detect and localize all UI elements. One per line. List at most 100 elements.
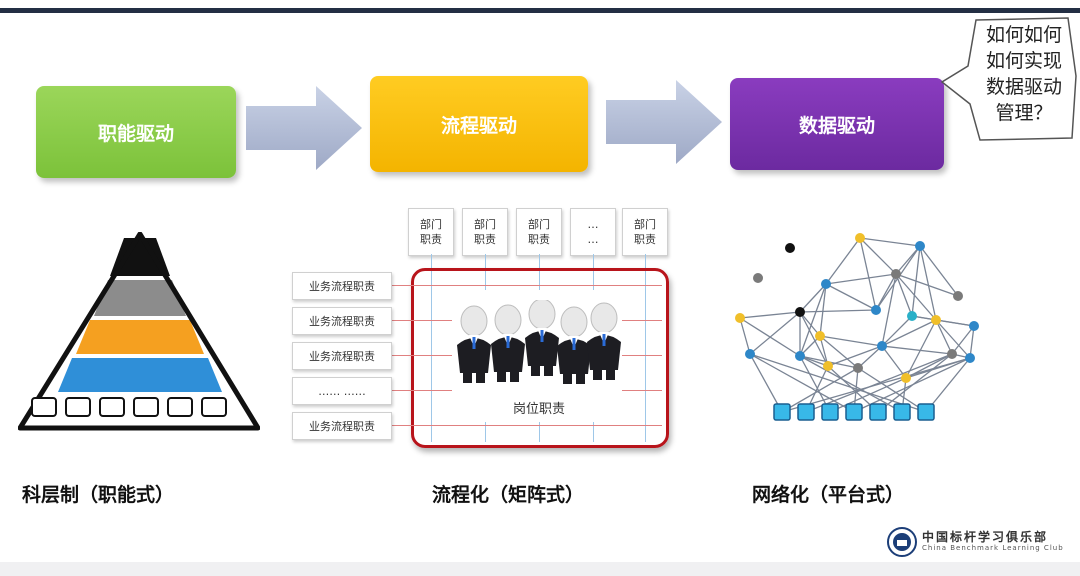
matrix-vertical-line — [431, 254, 432, 442]
network-graph — [735, 233, 979, 421]
dept-line: 职责 — [528, 233, 550, 246]
pyramid-base-box — [201, 397, 227, 417]
network-edge — [905, 319, 937, 379]
pyramid-base-box — [133, 397, 159, 417]
network-edge — [739, 317, 751, 355]
network-node — [795, 307, 805, 317]
department-box: …… — [570, 208, 616, 256]
network-node — [853, 363, 863, 373]
bottom-bar — [0, 562, 1080, 576]
network-edge — [799, 309, 877, 313]
club-logo-icon — [887, 527, 917, 557]
dept-line: 部门 — [634, 218, 656, 231]
process-row-label: …… …… — [292, 377, 392, 405]
dept-line: 职责 — [420, 233, 442, 246]
pyramid-base-boxes — [31, 397, 227, 417]
bubble-question: 如何如何 如何实现 数据驱动 管理？ — [970, 22, 1078, 126]
matrix-horizontal-line — [390, 425, 662, 426]
caption-bureaucracy: 科层制（职能式） — [22, 484, 175, 506]
network-edge — [881, 315, 913, 347]
caption-matrix: 流程化（矩阵式） — [432, 484, 585, 506]
network-node — [871, 305, 881, 315]
pyramid-layer — [94, 280, 186, 316]
pyramid-base-box — [167, 397, 193, 417]
network-edge — [827, 345, 883, 367]
network-node — [901, 373, 911, 383]
network-edge — [825, 237, 861, 285]
network-edge — [857, 367, 927, 413]
department-box: 部门职责 — [408, 208, 454, 256]
process-row-label: 业务流程职责 — [292, 412, 392, 440]
network-edge — [819, 283, 827, 337]
role-label: 岗位职责 — [512, 402, 565, 417]
hierarchy-pyramid — [18, 232, 260, 431]
network-edge — [919, 245, 937, 321]
person-figure — [491, 304, 525, 382]
network-base-node — [845, 403, 863, 421]
department-box: 部门职责 — [516, 208, 562, 256]
network-edge — [799, 311, 821, 337]
network-edge — [819, 335, 859, 369]
network-edge — [881, 345, 953, 355]
network-edge — [799, 283, 827, 357]
bubble-line: 如何实现 — [985, 50, 1062, 72]
network-node — [931, 315, 941, 325]
stage-label: 职能驱动 — [97, 122, 174, 145]
network-edge — [875, 273, 897, 311]
bubble-line: 如何如何 — [985, 24, 1062, 46]
network-edge — [895, 245, 921, 275]
network-node — [735, 313, 745, 323]
process-row-label: 业务流程职责 — [292, 307, 392, 335]
network-node — [745, 349, 755, 359]
network-node — [815, 331, 825, 341]
network-node — [947, 349, 957, 359]
person-figure — [457, 305, 491, 383]
network-node — [753, 273, 763, 283]
network-node — [965, 353, 975, 363]
network-base-node — [869, 403, 887, 421]
speech-bubble-icon — [940, 17, 1077, 141]
network-base-node — [917, 403, 935, 421]
process-row-label: 业务流程职责 — [292, 342, 392, 370]
pyramid-layer — [58, 358, 222, 392]
network-edge — [895, 273, 959, 297]
network-edge — [825, 283, 877, 311]
pyramid-base-box — [99, 397, 125, 417]
network-edge — [935, 319, 953, 355]
network-node — [969, 321, 979, 331]
network-edge — [951, 325, 975, 355]
network-node — [891, 269, 901, 279]
caption-platform: 网络化（平台式） — [752, 484, 905, 506]
bubble-line: 数据驱动 — [985, 76, 1062, 98]
network-edge — [799, 355, 831, 413]
network-node — [953, 291, 963, 301]
dept-line: 部门 — [528, 218, 550, 231]
network-node — [855, 233, 865, 243]
network-edge — [859, 237, 877, 311]
network-edge — [749, 353, 927, 413]
network-edge — [799, 311, 829, 367]
stage-label: 流程驱动 — [440, 114, 517, 137]
network-base-node — [773, 403, 791, 421]
pyramid-base-box — [65, 397, 91, 417]
network-edge — [877, 353, 953, 413]
network-node — [785, 243, 795, 253]
network-edge — [739, 311, 801, 319]
person-figure — [587, 302, 621, 380]
business-people-icon — [457, 300, 621, 384]
network-edge — [781, 357, 971, 413]
logo-english-name: China Benchmark Learning Club — [922, 544, 1064, 552]
network-node — [877, 341, 887, 351]
network-base-node — [797, 403, 815, 421]
network-edge — [911, 315, 975, 327]
dept-line: 部门 — [420, 218, 442, 231]
network-edge — [857, 345, 883, 369]
dept-line: 职责 — [634, 233, 656, 246]
network-edge — [799, 283, 827, 313]
process-row-label: 业务流程职责 — [292, 272, 392, 300]
network-edge — [935, 319, 971, 359]
network-edge — [859, 237, 921, 247]
network-edge — [749, 353, 783, 413]
network-edge — [819, 335, 883, 347]
stage-process-driven: 流程驱动 — [370, 76, 588, 172]
